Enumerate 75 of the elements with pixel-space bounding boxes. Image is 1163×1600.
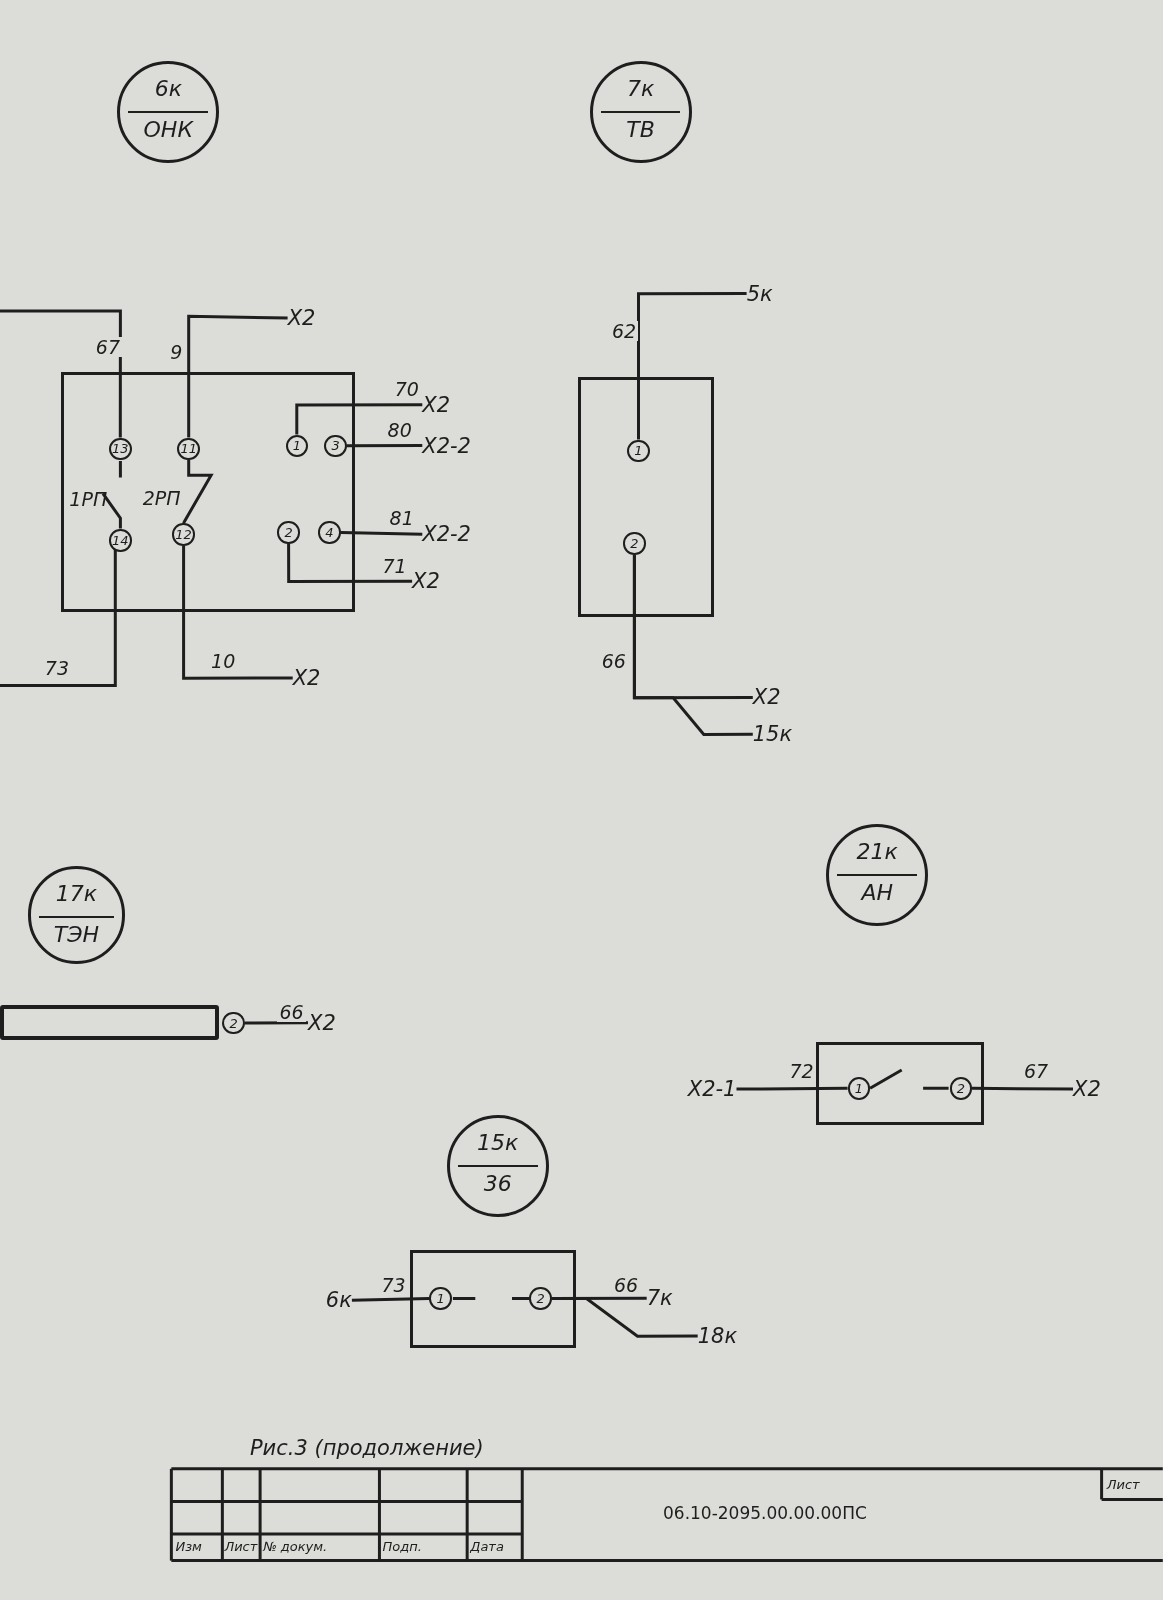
- wire-end-label: 7к: [646, 1286, 673, 1311]
- designator-text: 6к: [154, 76, 182, 102]
- wire: [551, 1297, 698, 1338]
- wire-end-label: 18к: [697, 1323, 738, 1348]
- designation-circle: [446, 1114, 549, 1217]
- terminal-circle: 1: [429, 1287, 452, 1310]
- wire: [972, 1086, 1073, 1091]
- wire: [340, 530, 423, 536]
- designation-circle: [589, 61, 692, 164]
- wire: [182, 460, 214, 524]
- wire-end-label: Х2: [412, 569, 440, 594]
- terminal-circle: 2: [529, 1287, 552, 1310]
- device-box: [410, 1249, 577, 1349]
- column-header: Дата: [470, 1538, 504, 1556]
- device-code: ОНК: [143, 117, 194, 143]
- terminal-circle: 11: [177, 437, 200, 460]
- wire: [346, 444, 423, 448]
- wire-number: 67: [93, 336, 122, 357]
- wire-end-label: Х2: [292, 666, 321, 691]
- wire: [287, 543, 413, 583]
- figure-caption: Рис.3 (продолжение): [249, 1436, 484, 1461]
- wire-end-label: 15к: [752, 722, 793, 747]
- designation-circle: [117, 61, 220, 164]
- designation-circle: [826, 824, 929, 927]
- wire-end-label: Х2-2: [422, 522, 471, 547]
- wire: [187, 314, 288, 438]
- wire: [351, 1297, 430, 1302]
- wire: [736, 1086, 848, 1091]
- wire-end-label: 5к: [746, 281, 773, 306]
- terminal-circle: 3: [324, 434, 347, 457]
- wire-end-label: Х2: [308, 1010, 336, 1035]
- terminal-circle: 14: [109, 529, 132, 552]
- designator-text: 15к: [477, 1130, 519, 1156]
- column-header: Изм: [175, 1538, 202, 1556]
- wire-end-label: Х2: [422, 392, 450, 417]
- wire: [632, 554, 753, 736]
- device-box: [816, 1042, 985, 1126]
- wire: [295, 403, 423, 435]
- terminal-circle: 2: [222, 1011, 245, 1035]
- device-code: ТЭН: [53, 922, 100, 947]
- device-box: [61, 372, 355, 612]
- document-number: 06.10-2095.00.00.00ПС: [663, 1503, 867, 1525]
- terminal-circle: 1: [285, 434, 308, 457]
- wire: [0, 309, 122, 438]
- terminal-circle: 2: [277, 521, 300, 544]
- wire-end-label: Х2-1: [687, 1077, 737, 1102]
- device-code: ТВ: [626, 117, 655, 143]
- wire: [637, 292, 747, 440]
- sheet-header: Лист: [1106, 1475, 1140, 1493]
- wire: [182, 545, 293, 680]
- wire-end-label: 6к: [325, 1288, 352, 1313]
- column-header: № докум.: [263, 1538, 328, 1556]
- designator-text: 17к: [55, 881, 98, 907]
- heater-element: [0, 1004, 220, 1041]
- device-code: АН: [861, 880, 893, 906]
- column-header: Подп.: [382, 1538, 422, 1556]
- wire-end-label: Х2: [1073, 1077, 1101, 1102]
- terminal-circle: 2: [623, 532, 646, 555]
- terminal-circle: 1: [847, 1077, 871, 1100]
- wire-end-label: Х2: [287, 306, 316, 330]
- designation-circle: [27, 865, 126, 964]
- terminal-circle: 1: [627, 439, 650, 463]
- wire-number: 66: [612, 1275, 641, 1295]
- terminal-circle: 13: [109, 437, 132, 460]
- column-header: Лист: [224, 1538, 258, 1556]
- designator-text: 7к: [626, 76, 655, 102]
- device-code: 36: [483, 1170, 512, 1196]
- designator-text: 21к: [856, 839, 898, 865]
- terminal-circle: 2: [949, 1077, 973, 1100]
- wire-end-label: Х2: [752, 685, 781, 710]
- wire: [244, 1021, 308, 1025]
- terminal-circle: 12: [172, 523, 195, 546]
- terminal-circle: 4: [318, 521, 341, 544]
- device-box: [578, 377, 714, 618]
- wire-end-label: Х2-2: [422, 433, 471, 458]
